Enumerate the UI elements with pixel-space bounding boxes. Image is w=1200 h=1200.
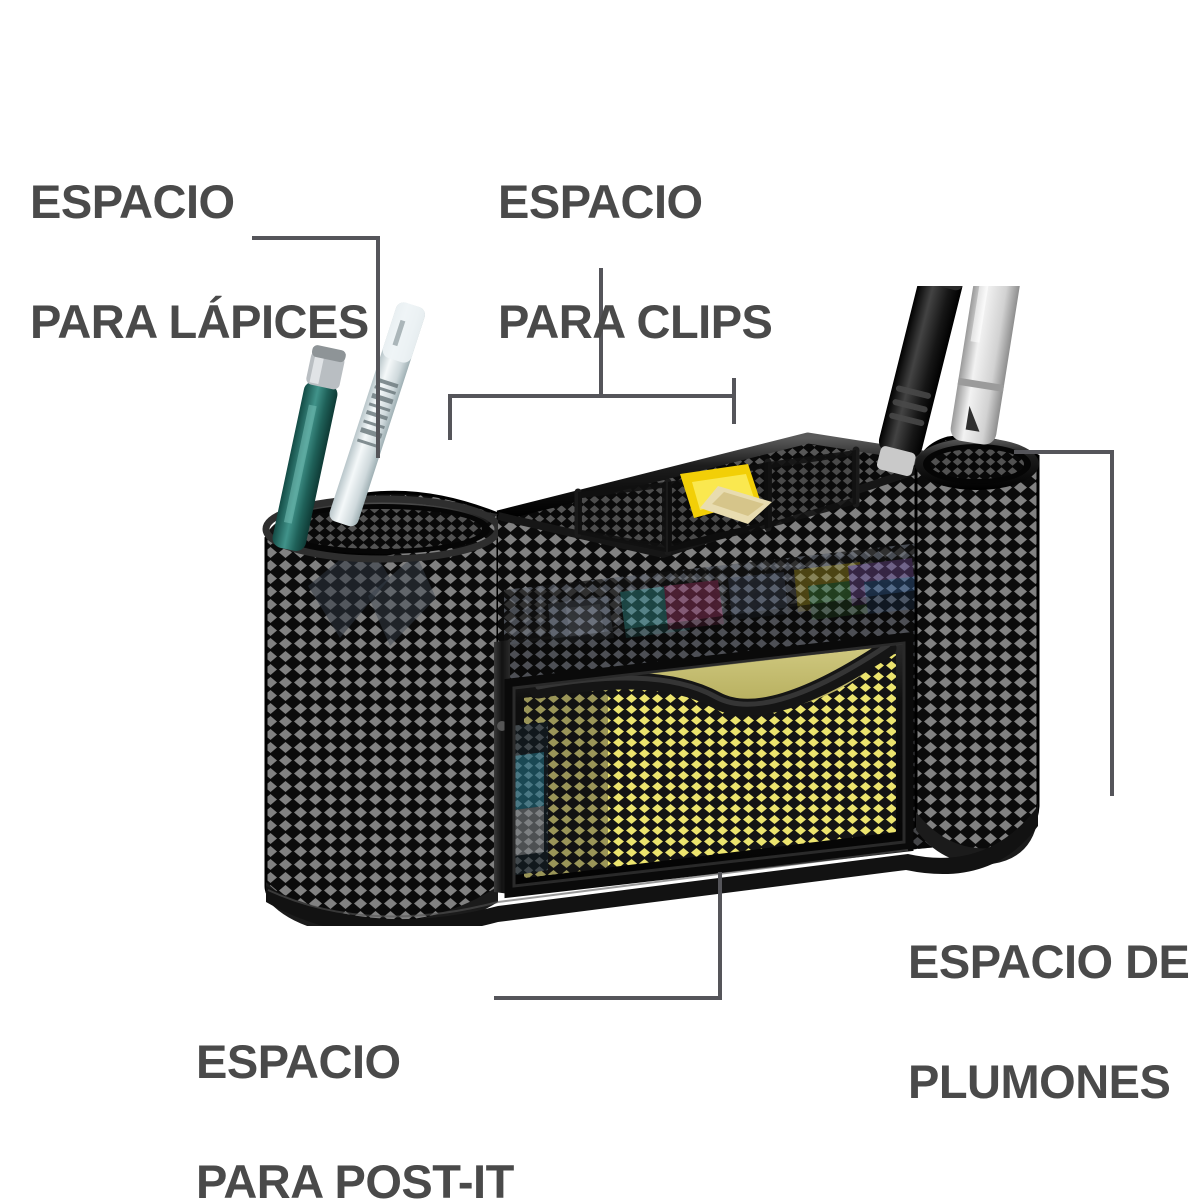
leader-line-postit-vertical xyxy=(718,872,722,998)
leader-line-markers-horizontal xyxy=(1014,450,1114,454)
markers xyxy=(876,286,1024,477)
front-drawer xyxy=(504,631,914,899)
leader-line-pencils-horizontal xyxy=(252,236,380,240)
leader-line-pencils-vertical xyxy=(376,236,380,458)
callout-postit-line2: PARA POST-IT xyxy=(196,1155,514,1200)
callout-label-markers: ESPACIO DE PLUMONES xyxy=(908,872,1190,1173)
callout-pencils-line1: ESPACIO xyxy=(30,175,235,229)
right-marker-cup xyxy=(914,435,1040,865)
leader-line-markers-vertical xyxy=(1110,450,1114,796)
base-rim xyxy=(266,806,1038,926)
callout-clips-line1: ESPACIO xyxy=(498,175,703,229)
leader-line-clips-tick-right xyxy=(732,378,736,424)
leader-line-clips-bracket xyxy=(448,394,736,398)
callout-postit-line1: ESPACIO xyxy=(196,1035,401,1089)
callout-markers-line1: ESPACIO DE xyxy=(908,935,1190,989)
callout-label-clips: ESPACIO PARA CLIPS xyxy=(498,112,773,413)
left-pencil-cup xyxy=(262,490,502,926)
leader-line-clips-vertical xyxy=(599,268,603,398)
callout-label-postit: ESPACIO PARA POST-IT xyxy=(196,972,514,1200)
leader-line-postit-horizontal xyxy=(494,996,722,1000)
callout-pencils-line2: PARA LÁPICES xyxy=(30,295,369,349)
sharpener xyxy=(680,464,772,524)
callout-label-pencils: ESPACIO PARA LÁPICES xyxy=(30,112,369,413)
callout-clips-line2: PARA CLIPS xyxy=(498,295,773,349)
leader-line-clips-tick-left xyxy=(448,394,452,440)
callout-markers-line2: PLUMONES xyxy=(908,1055,1171,1109)
desk-organizer-product-image xyxy=(248,286,1048,926)
